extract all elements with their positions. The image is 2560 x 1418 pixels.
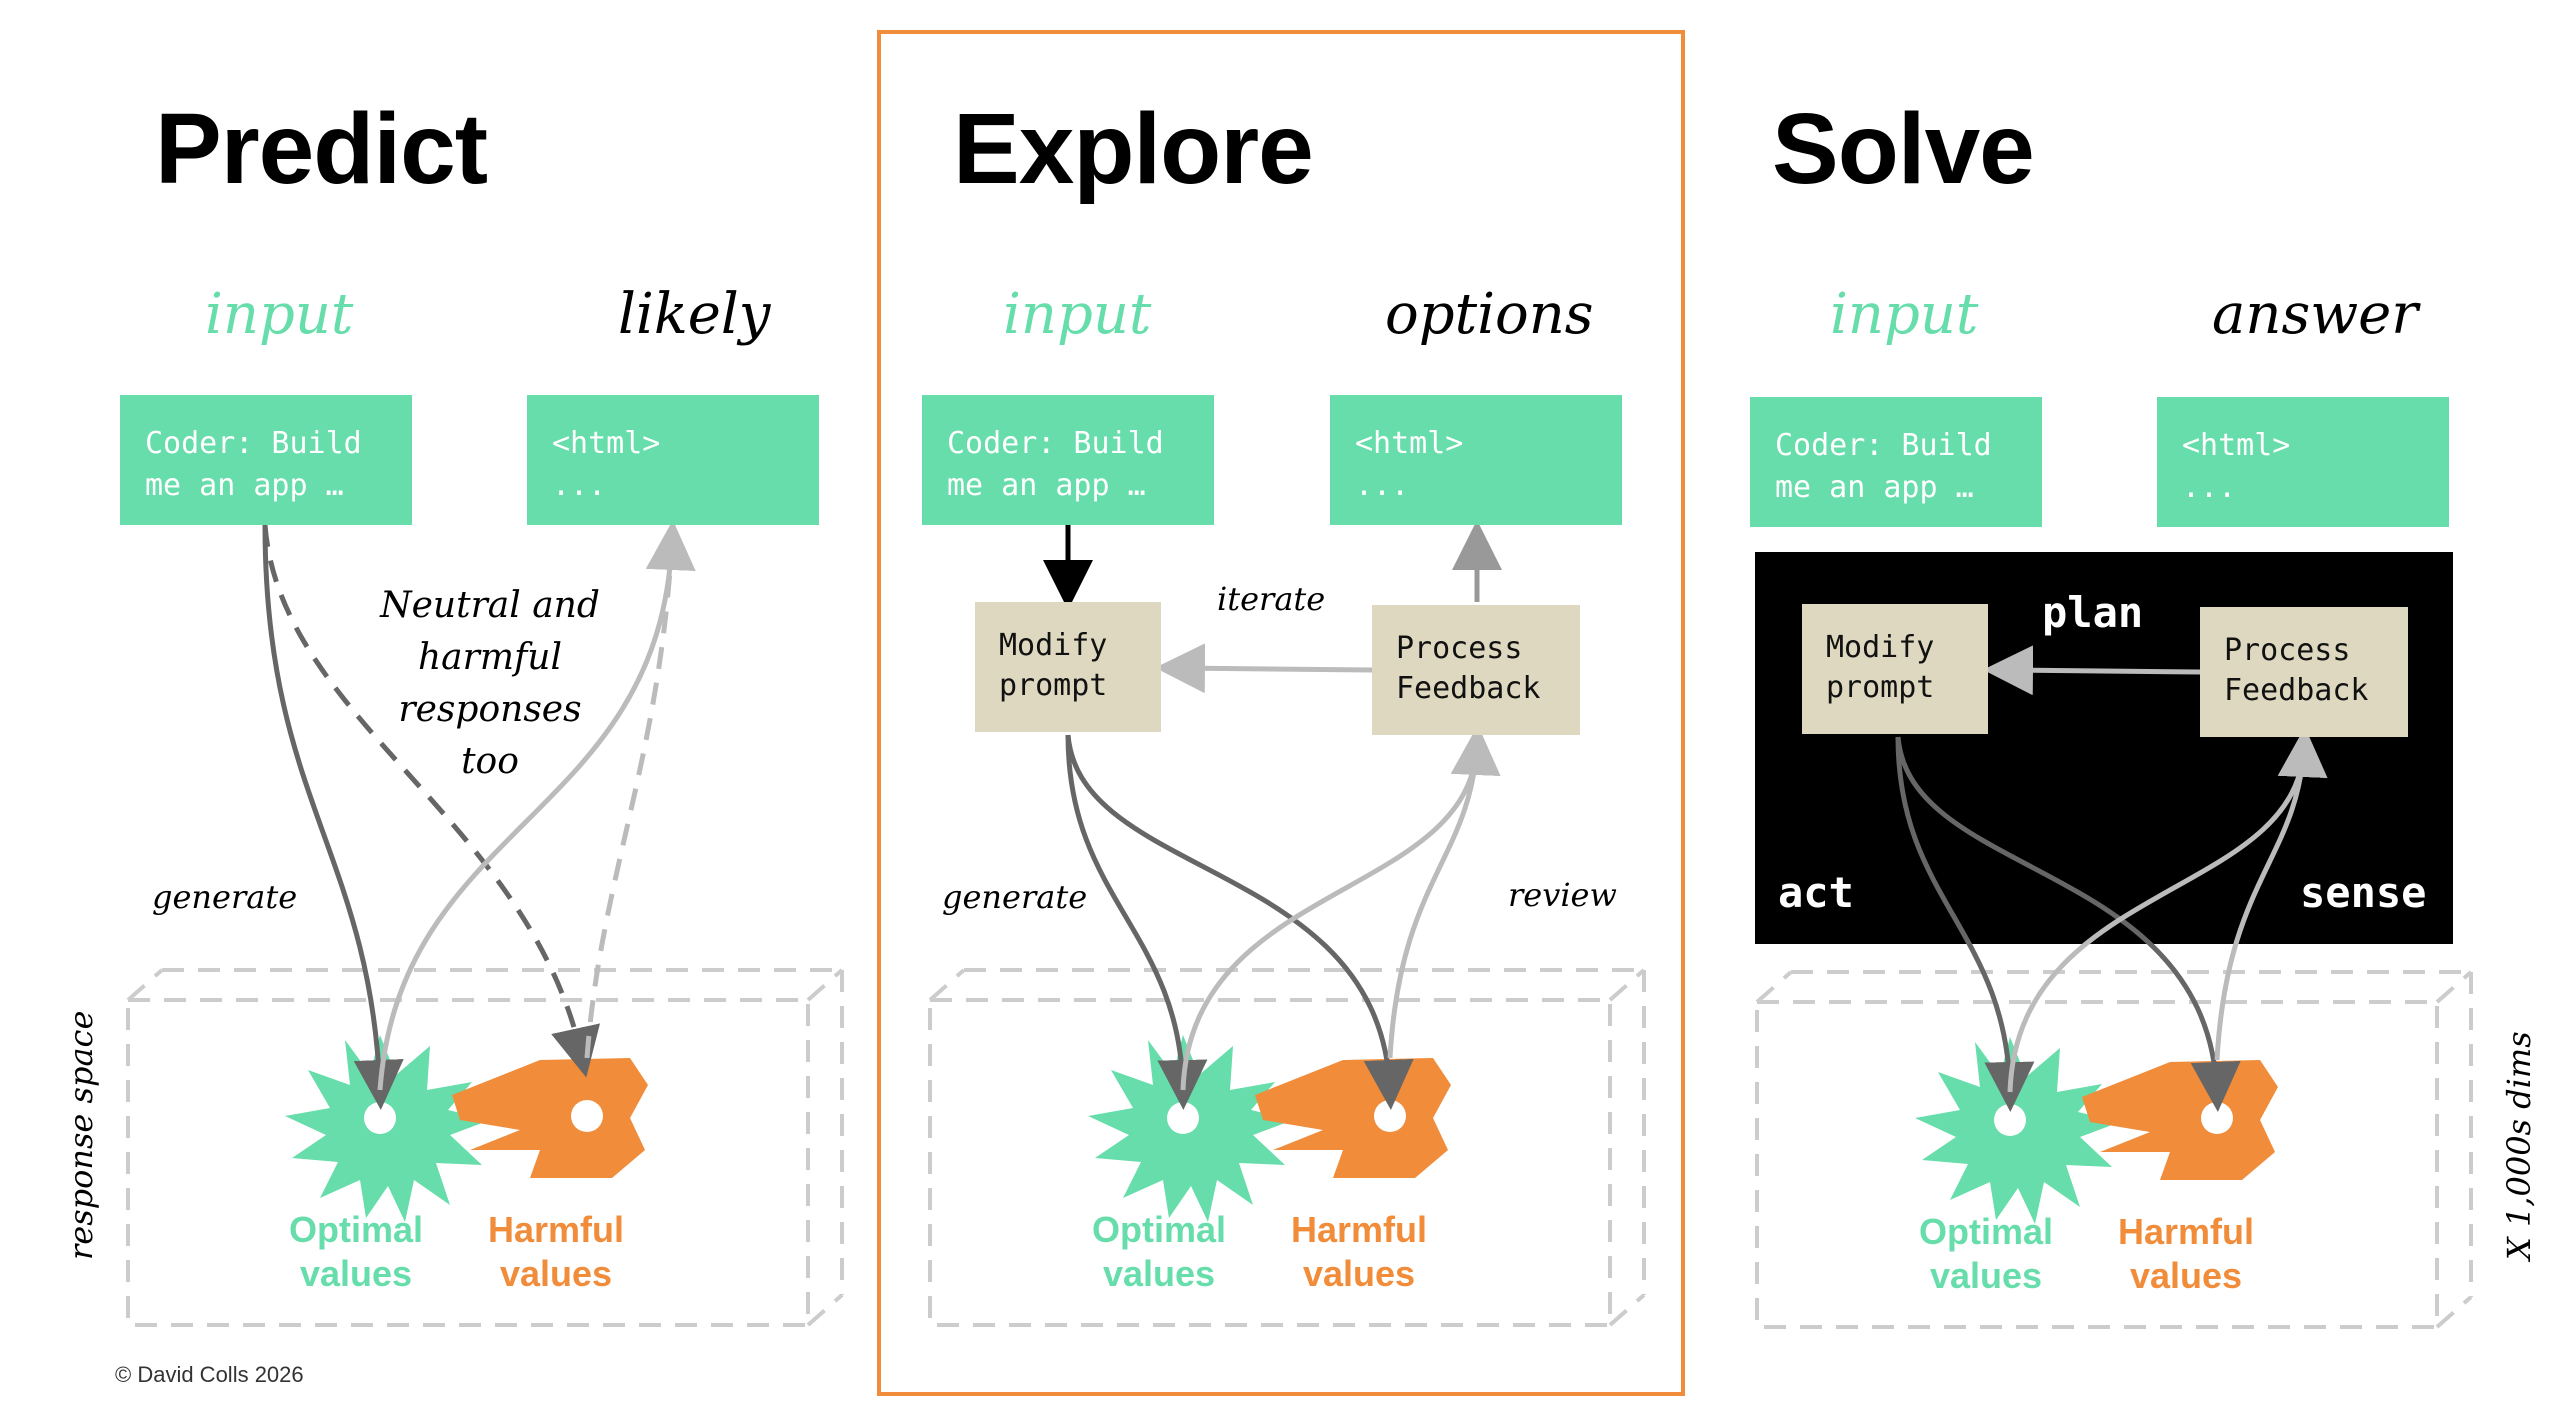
arrow-solve-sense-optimal [2007, 727, 2328, 1093]
arrow-explore-review-optimal [1180, 725, 1501, 1091]
dims-label: X 1,000s dims [2500, 1031, 2538, 1260]
harmful-values-shape-predict [452, 1058, 648, 1178]
response-space-explore [928, 968, 1646, 1327]
predict-harmful-label: Harmful values [487, 1209, 625, 1294]
predict-optimal-label: Optimal values [288, 1209, 423, 1294]
solve-process-feedback-box: Process Feedback [2200, 607, 2408, 737]
solve-title: Solve [1772, 93, 2035, 205]
predict-output-box: <html> ... [527, 395, 819, 525]
optimal-values-starburst-solve [1915, 1037, 2120, 1224]
solve-output-label: answer [2212, 282, 2419, 347]
predict-input-box: Coder: Build me an app … [120, 395, 412, 525]
solve-sense-label: sense [2300, 868, 2427, 917]
explore-process-feedback-box: Process Feedback [1372, 605, 1580, 735]
optimal-values-starburst-predict [285, 1035, 490, 1222]
solve-input-label: input [1830, 282, 1979, 347]
explore-generate-label: generate [942, 878, 1088, 916]
arrow-explore-feedback-to-modify [1155, 643, 1373, 694]
explore-iterate-label: iterate [1217, 580, 1326, 618]
explore-output-box: <html> ... [1330, 395, 1622, 525]
solve-plan-label: plan [2042, 588, 2144, 637]
explore-input-box: Coder: Build me an app … [922, 395, 1214, 525]
explore-modify-prompt-box: Modify prompt [975, 602, 1161, 732]
response-space-predict [126, 968, 844, 1327]
arrow-explore-review-harmful [1387, 744, 1480, 1059]
predict-annotation: Neutral and harmful responses too [380, 585, 600, 782]
arrow-solve-act-harmful [1895, 736, 2241, 1112]
response-space-solve [1755, 970, 2473, 1329]
explore-review-label: review [1508, 876, 1617, 914]
arrow-predict-generate-optimal [262, 524, 404, 1110]
solve-modify-prompt-box: Modify prompt [1802, 604, 1988, 734]
arrow-predict-likely-from-harmful [584, 539, 675, 1059]
arrow-explore-generate-harmful [1065, 734, 1414, 1110]
predict-generate-label: generate [152, 878, 298, 916]
explore-title: Explore [953, 93, 1314, 205]
explore-optimal-label: Optimal values [1091, 1209, 1226, 1294]
arrow-predict-likely-from-optimal [377, 520, 696, 1091]
response-space-label: response space [62, 1010, 100, 1260]
optimal-values-starburst-explore [1088, 1035, 1293, 1222]
arrow-solve-feedback-to-modify [1983, 645, 2201, 696]
solve-harmful-label: Harmful values [2117, 1211, 2255, 1296]
explore-harmful-label: Harmful values [1290, 1209, 1428, 1294]
solve-input-box: Coder: Build me an app … [1750, 397, 2042, 527]
predict-output-label: likely [618, 282, 771, 347]
arrow-solve-sense-harmful [2214, 746, 2307, 1061]
harmful-values-shape-solve [2082, 1060, 2278, 1180]
explore-highlight-frame [877, 30, 1685, 1396]
arrow-predict-generate-harmful [262, 524, 600, 1078]
harmful-values-shape-explore [1255, 1058, 1451, 1178]
arrow-solve-act-optimal [1895, 736, 2035, 1112]
copyright-notice: © David Colls 2026 [115, 1362, 304, 1387]
solve-act-label: act [1778, 868, 1854, 917]
solve-optimal-label: Optimal values [1918, 1211, 2053, 1296]
predict-input-label: input [205, 282, 354, 347]
arrow-explore-generate-optimal [1065, 734, 1208, 1110]
explore-input-label: input [1003, 282, 1152, 347]
solve-output-box: <html> ... [2157, 397, 2449, 527]
predict-title: Predict [155, 93, 488, 205]
explore-output-label: options [1385, 282, 1594, 347]
